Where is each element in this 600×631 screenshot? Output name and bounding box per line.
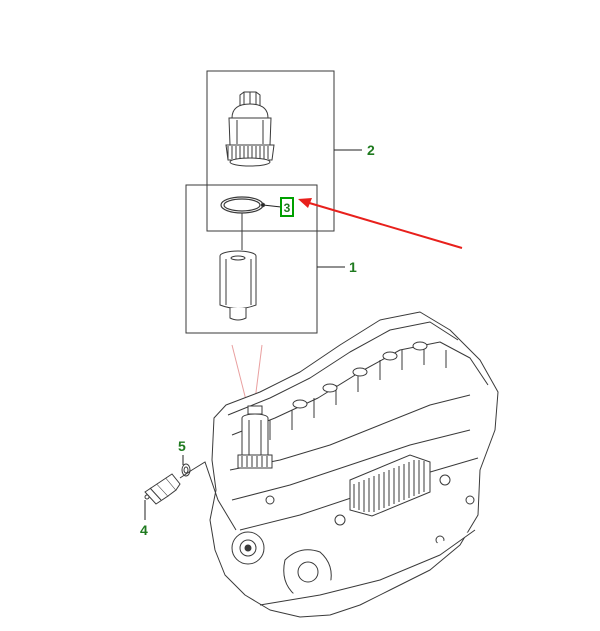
svg-text:3: 3 [284, 201, 291, 215]
filter-housing-cap [225, 91, 275, 167]
callout-1: 1 [349, 259, 357, 275]
inset-box-1 [185, 184, 345, 334]
installed-filter-housing [237, 405, 273, 469]
engine-block [209, 311, 499, 618]
oil-pressure-sensor [144, 473, 181, 505]
callout-4: 4 [140, 522, 148, 538]
callout-5: 5 [178, 438, 186, 454]
assembly-bracket-line [179, 461, 237, 531]
inset-box-2 [206, 70, 362, 232]
callout-3: 3 [280, 197, 294, 217]
red-arrow-icon [298, 198, 463, 249]
oil-cooler [349, 454, 431, 517]
oil-filter-element [219, 250, 257, 321]
callout-2: 2 [367, 142, 375, 158]
o-ring-seal [220, 196, 282, 214]
